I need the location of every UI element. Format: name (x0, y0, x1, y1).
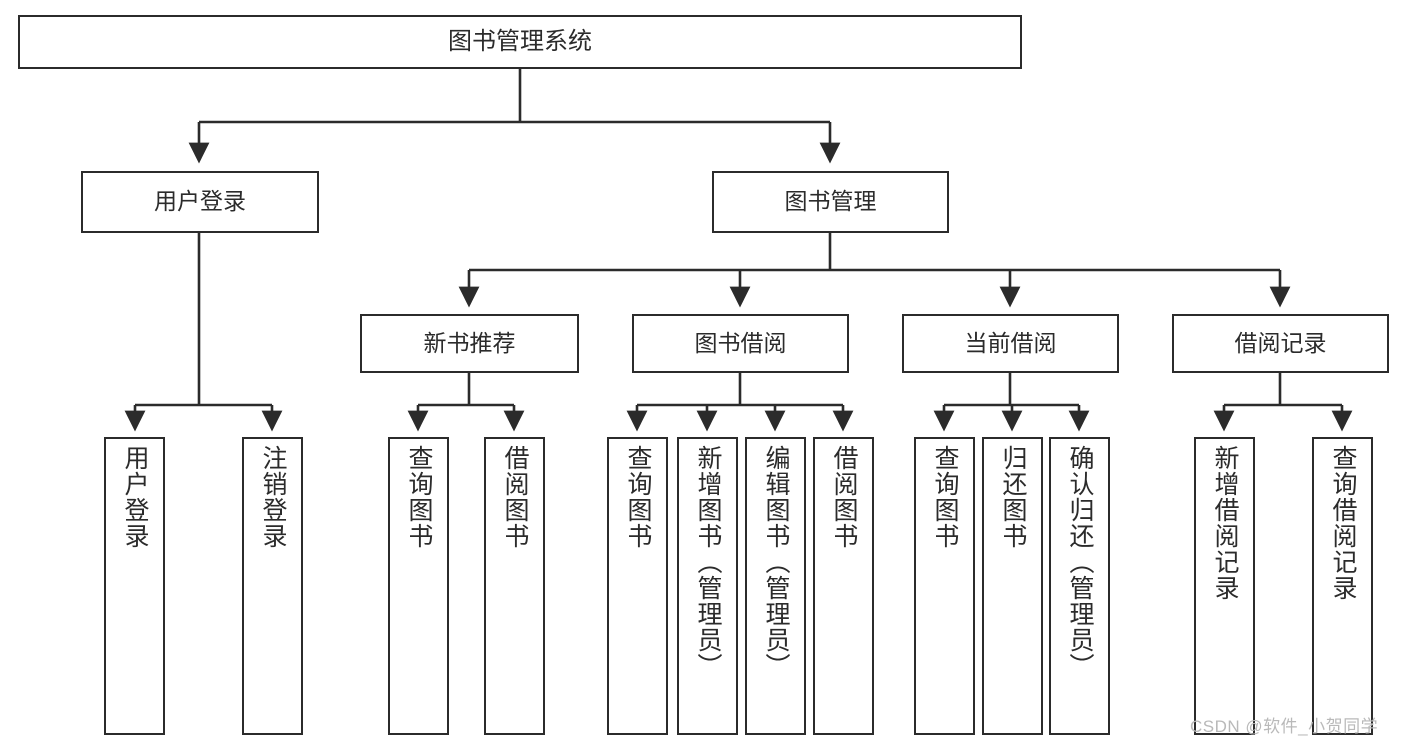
node-book-borrow-label: 图书借阅 (694, 329, 787, 356)
node-add-borrow-record-label: 新增借阅记录 (1211, 445, 1239, 601)
csdn-watermark: CSDN @软件_小贺同学 (1190, 717, 1379, 736)
node-return-book[interactable]: 归还图书 (982, 437, 1043, 735)
node-borrow-record-label: 借阅记录 (1234, 329, 1327, 356)
node-query-book-1-label: 查询图书 (405, 445, 433, 549)
node-user-login-do-label: 用户登录 (121, 445, 149, 549)
node-book-manage-label: 图书管理 (784, 188, 877, 215)
node-user-logout[interactable]: 注销登录 (242, 437, 303, 735)
node-query-borrow-record[interactable]: 查询借阅记录 (1312, 437, 1373, 735)
node-add-borrow-record[interactable]: 新增借阅记录 (1194, 437, 1255, 735)
node-user-login-do[interactable]: 用户登录 (104, 437, 165, 735)
node-edit-book-admin[interactable]: 编辑图书（管理员） (745, 437, 806, 735)
node-query-book-3[interactable]: 查询图书 (914, 437, 975, 735)
node-query-book-3-label: 查询图书 (931, 445, 959, 549)
node-query-borrow-record-label: 查询借阅记录 (1329, 445, 1357, 601)
node-add-book-admin-label: 新增图书（管理员） (694, 445, 722, 679)
node-query-book-2-label: 查询图书 (624, 445, 652, 549)
node-book-manage[interactable]: 图书管理 (712, 171, 949, 233)
node-confirm-return-admin[interactable]: 确认归还（管理员） (1049, 437, 1110, 735)
node-new-book-recommend[interactable]: 新书推荐 (360, 314, 579, 373)
node-borrow-book-1-label: 借阅图书 (501, 445, 529, 549)
node-borrow-book-1[interactable]: 借阅图书 (484, 437, 545, 735)
node-root-label: 图书管理系统 (448, 27, 592, 55)
node-borrow-book-2[interactable]: 借阅图书 (813, 437, 874, 735)
node-return-book-label: 归还图书 (999, 445, 1027, 549)
node-user-login[interactable]: 用户登录 (81, 171, 319, 233)
node-query-book-2[interactable]: 查询图书 (607, 437, 668, 735)
node-root[interactable]: 图书管理系统 (18, 15, 1022, 69)
node-confirm-return-admin-label: 确认归还（管理员） (1066, 445, 1094, 679)
node-edit-book-admin-label: 编辑图书（管理员） (762, 445, 790, 679)
node-book-borrow[interactable]: 图书借阅 (632, 314, 849, 373)
node-user-logout-label: 注销登录 (259, 445, 287, 549)
node-user-login-label: 用户登录 (154, 188, 246, 215)
node-borrow-record[interactable]: 借阅记录 (1172, 314, 1389, 373)
node-current-borrow[interactable]: 当前借阅 (902, 314, 1119, 373)
node-add-book-admin[interactable]: 新增图书（管理员） (677, 437, 738, 735)
node-current-borrow-label: 当前借阅 (964, 329, 1057, 356)
node-new-book-recommend-label: 新书推荐 (423, 329, 516, 356)
node-borrow-book-2-label: 借阅图书 (830, 445, 858, 549)
node-query-book-1[interactable]: 查询图书 (388, 437, 449, 735)
